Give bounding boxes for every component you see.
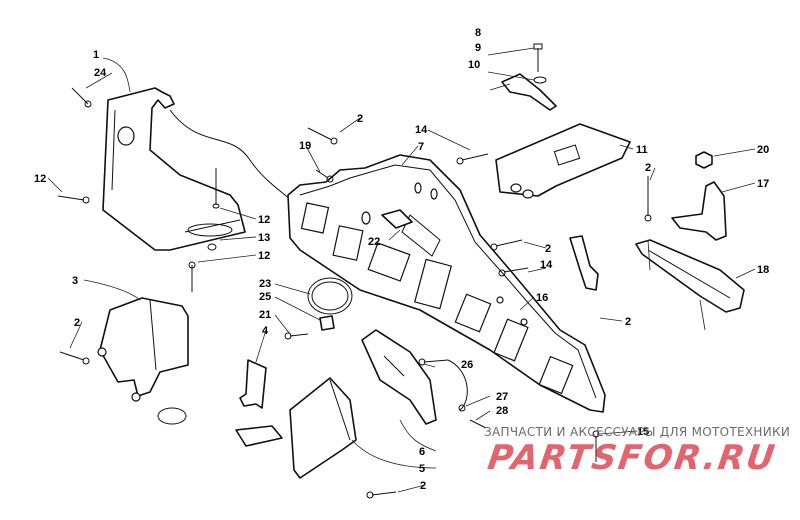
callout-6: 6 xyxy=(419,446,425,458)
callout-labels: 1 24 12 12 13 12 3 2 2 19 7 14 8 9 10 11… xyxy=(34,27,769,492)
part-10-bracket xyxy=(501,73,557,111)
part-21-screw xyxy=(284,332,309,340)
callout-25: 25 xyxy=(259,291,271,303)
part-8-bolt xyxy=(533,43,543,72)
callout-2-right-lower: 2 xyxy=(625,316,631,328)
part-2-bolt-lower-left xyxy=(59,351,90,365)
callout-23: 23 xyxy=(259,278,271,290)
part-9-washer xyxy=(533,76,547,84)
part-14-bolt-mid xyxy=(498,267,529,277)
callout-2-mid: 2 xyxy=(545,243,551,255)
callout-27: 27 xyxy=(496,391,508,403)
part-7-main-plate xyxy=(287,154,606,413)
part-27-fastener xyxy=(458,404,466,412)
watermark-logo: PARTSFOR.RU xyxy=(485,438,779,478)
callout-11: 11 xyxy=(636,144,648,156)
callout-2-right: 2 xyxy=(645,162,651,174)
part-16-bracket xyxy=(569,235,599,291)
callout-28: 28 xyxy=(496,405,508,417)
callout-22: 22 xyxy=(368,236,380,248)
part-2-bolt-bottom xyxy=(366,491,397,499)
callout-12-left: 12 xyxy=(34,173,46,185)
part-19-bolt xyxy=(315,169,334,183)
callout-12-b: 12 xyxy=(258,250,270,262)
callout-2-left: 2 xyxy=(74,317,80,329)
part-5-lower-cover xyxy=(289,377,357,479)
callout-21: 21 xyxy=(259,309,271,321)
part-11-mount-plate xyxy=(495,123,631,199)
leader-lines xyxy=(47,47,756,493)
part-12-bolt-left xyxy=(57,195,90,204)
callout-10: 10 xyxy=(468,59,480,71)
watermark-caption: ЗАПЧАСТИ И АКСЕССУАРЫ ДЛЯ МОТОТЕХНИКИ xyxy=(484,425,791,439)
part-13-nut xyxy=(207,243,217,251)
callout-18: 18 xyxy=(757,264,769,276)
part-4-small-bracket xyxy=(235,359,283,447)
part-3-lower-guard xyxy=(97,297,189,402)
callout-20: 20 xyxy=(757,144,769,156)
callout-14-top: 14 xyxy=(415,124,428,136)
callout-24: 24 xyxy=(94,67,107,79)
callout-12-a: 12 xyxy=(258,214,270,226)
part-25-clip xyxy=(319,315,335,331)
part-2-bolt-right xyxy=(644,176,652,222)
callout-2-bottom: 2 xyxy=(420,480,426,492)
callout-19: 19 xyxy=(299,140,311,152)
clip-lower-left xyxy=(157,407,187,425)
part-18-rail xyxy=(635,239,745,313)
part-22-bracket xyxy=(381,209,413,229)
part-1-upper-bracket xyxy=(102,87,246,251)
part-26-cable xyxy=(418,358,468,411)
callout-4: 4 xyxy=(262,325,269,337)
callout-8: 8 xyxy=(475,27,481,39)
callout-2-top: 2 xyxy=(357,113,363,125)
part-6-side-bracket xyxy=(361,329,437,425)
callout-13: 13 xyxy=(258,232,270,244)
part-23-grommet-ring xyxy=(307,277,353,315)
callout-5: 5 xyxy=(419,463,425,475)
part-2-bolt-mid xyxy=(490,239,523,251)
part-28-screw xyxy=(469,419,487,429)
callout-7: 7 xyxy=(418,141,424,153)
part-12-bolt-lower xyxy=(188,261,196,292)
part-17-hook xyxy=(671,181,727,241)
callout-3: 3 xyxy=(72,275,78,287)
callout-14-mid: 14 xyxy=(540,259,553,271)
callout-17: 17 xyxy=(757,178,769,190)
part-12-bolt-upper xyxy=(212,168,220,209)
part-14-bolt-top xyxy=(456,153,489,165)
part-24-bolt xyxy=(71,87,92,108)
part-20-nut xyxy=(695,151,713,169)
callout-26: 26 xyxy=(461,359,473,371)
callout-9: 9 xyxy=(475,42,481,54)
part-2-bolt-top xyxy=(307,127,338,145)
part-15-bolt xyxy=(592,430,600,462)
callout-16: 16 xyxy=(536,292,548,304)
callout-15: 15 xyxy=(637,426,649,438)
callout-1: 1 xyxy=(93,49,99,61)
